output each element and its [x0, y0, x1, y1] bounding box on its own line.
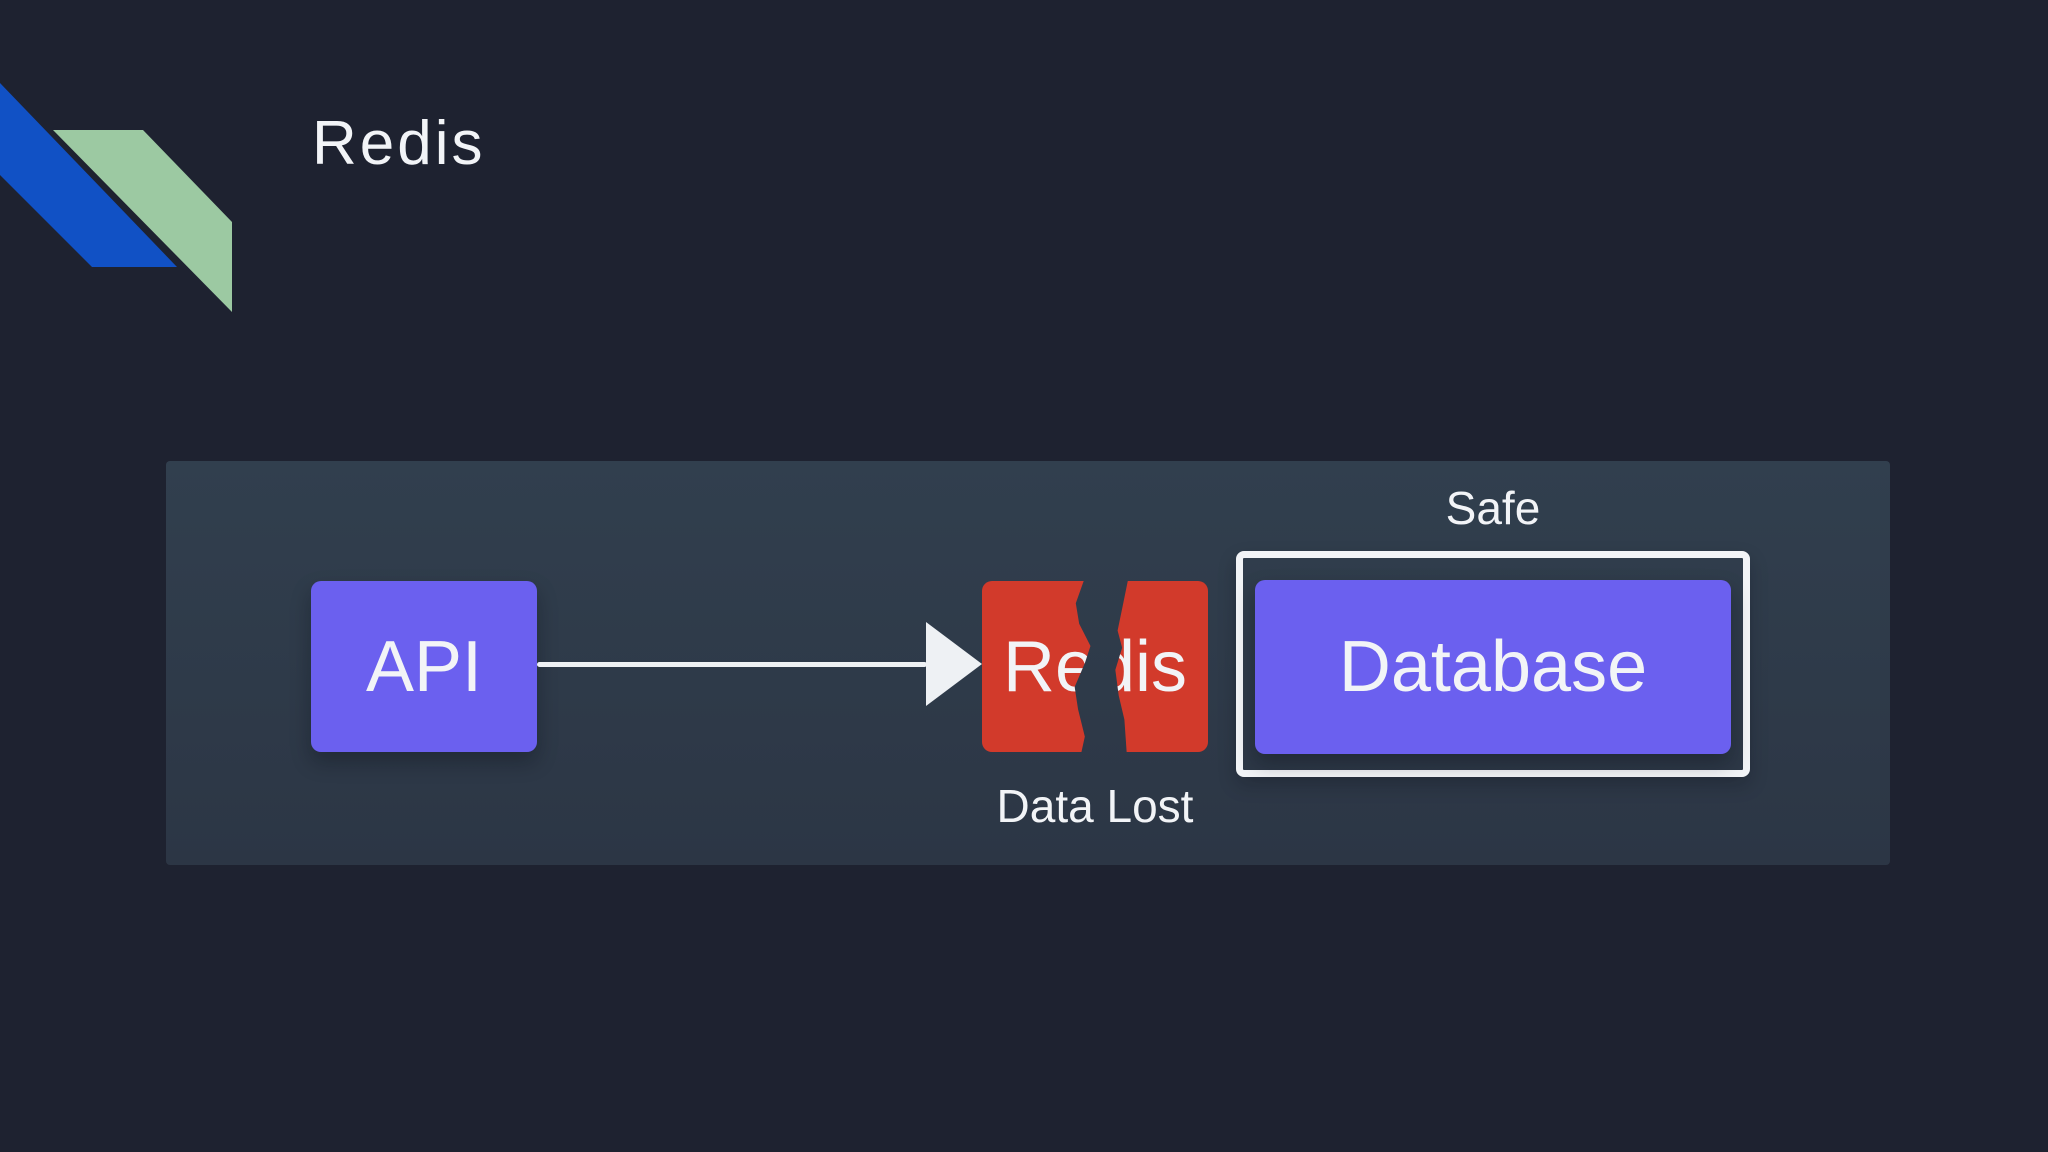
redis-node-label: Redis	[1002, 626, 1188, 707]
diagram-panel: API Redis Redis Data Lost Database Safe	[166, 461, 1890, 865]
safe-caption: Safe	[1445, 482, 1541, 534]
api-node-label: API	[365, 626, 483, 707]
redis-node-broken: Redis Redis	[982, 581, 1208, 752]
api-node: API	[311, 581, 537, 752]
database-node: Database	[1255, 580, 1731, 754]
arrow-head-icon	[926, 622, 982, 706]
blue-ribbon-icon	[0, 83, 177, 267]
safe-outline-box	[1236, 551, 1750, 777]
data-lost-caption: Data Lost	[996, 780, 1194, 832]
corner-ribbon-decoration	[0, 83, 232, 312]
redis-fragment-right: Redis	[1002, 581, 1208, 752]
green-ribbon-icon	[53, 130, 232, 312]
database-node-label: Database	[1338, 627, 1648, 707]
redis-fragment-left: Redis	[982, 581, 1091, 752]
slide-title: Redis	[312, 109, 486, 178]
arrow-connector-line	[537, 662, 927, 667]
